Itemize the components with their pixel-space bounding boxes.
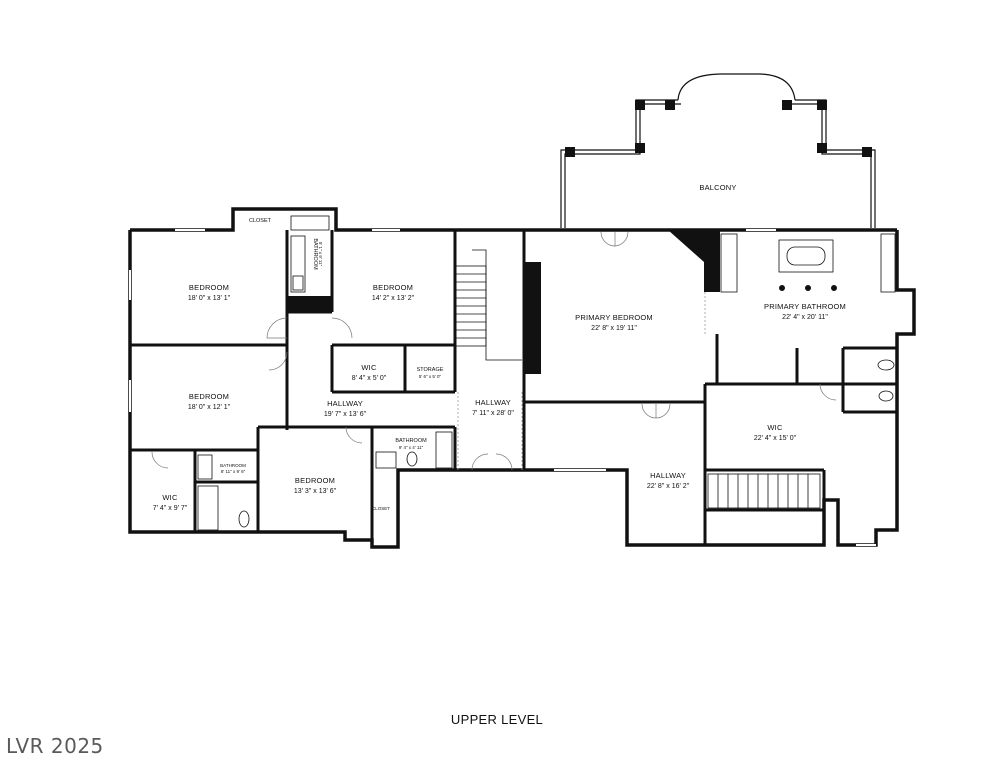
hallway-3-dims: 22' 8" x 16' 2" [647, 483, 690, 490]
primary-bathroom-name: PRIMARY BATHROOM [764, 302, 846, 311]
bathroom-mid-name: BATHROOM [395, 438, 427, 444]
door-swings [151, 231, 837, 471]
balcony-posts [565, 100, 872, 157]
fixtures [197, 215, 896, 531]
primary-bedroom-dims: 22' 8" x 19' 11" [591, 325, 637, 332]
bathroom-sw-dims: 8' 11" x 9' 6" [221, 469, 246, 474]
bathroom-top-name: BATHROOM [312, 238, 318, 270]
bathroom-sw-name: BATHROOM [220, 463, 246, 468]
watermark: LVR 2025 [6, 734, 104, 758]
hallway-1-dims: 19' 7" x 13' 6" [324, 411, 367, 418]
interior-walls [130, 230, 897, 545]
bedroom-2-name: BEDROOM [373, 283, 413, 292]
balcony-name: BALCONY [699, 183, 736, 192]
bathroom-top-dims: 5' 1" x 9' 11" [318, 242, 323, 267]
stairs-lower [707, 473, 821, 509]
wic-small-name: WIC [361, 363, 377, 372]
hallway-2-dims: 7' 11" x 28' 0" [472, 410, 514, 417]
hallway-2-name: HALLWAY [475, 398, 511, 407]
floor-plan: BALCONY CLOSET BATHROOM 5' 1" x 9' 11" B… [128, 73, 916, 549]
wic-small-dims: 8' 4" x 5' 0" [352, 375, 387, 382]
wic-primary-name: WIC [767, 423, 783, 432]
wall-blocks [287, 230, 720, 374]
windows [129, 229, 876, 546]
bedroom-2-dims: 14' 2" x 13' 2" [372, 295, 415, 302]
exterior-walls [128, 207, 916, 549]
bath-jets [779, 285, 837, 291]
balcony-outline [560, 73, 876, 228]
bedroom-3-dims: 18' 0" x 12' 1" [188, 404, 231, 411]
wic-primary-dims: 22' 4" x 15' 0" [754, 435, 797, 442]
hallway-3-name: HALLWAY [650, 471, 686, 480]
level-label: UPPER LEVEL [450, 712, 544, 727]
primary-bedroom-name: PRIMARY BEDROOM [575, 313, 653, 322]
bedroom-4-dims: 13' 3" x 13' 6" [294, 488, 337, 495]
bathroom-mid-dims: 9' 4" x 4' 11" [399, 445, 424, 450]
wic-sw-dims: 7' 4" x 9' 7" [153, 505, 188, 512]
storage-dims: 5' 6" x 5' 0" [419, 374, 442, 379]
wic-sw-name: WIC [162, 493, 178, 502]
openings [457, 292, 706, 470]
closet-small-name: CLOSET [372, 506, 390, 511]
primary-bathroom-dims: 22' 4" x 20' 11" [782, 314, 828, 321]
bedroom-1-dims: 18' 0" x 13' 1" [188, 295, 231, 302]
closet-top-name: CLOSET [249, 218, 272, 224]
bedroom-3-name: BEDROOM [189, 392, 229, 401]
bedroom-1-name: BEDROOM [189, 283, 229, 292]
storage-name: STORAGE [417, 367, 444, 373]
stairs-upper [455, 249, 522, 361]
hallway-1-name: HALLWAY [327, 399, 363, 408]
bedroom-4-name: BEDROOM [295, 476, 335, 485]
